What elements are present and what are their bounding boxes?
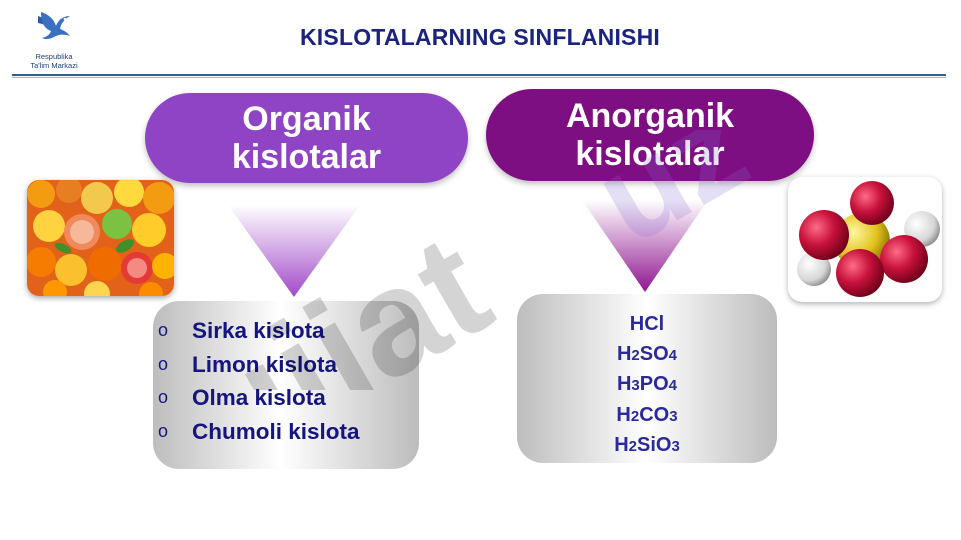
organic-acid-name: Olma kislota <box>192 385 326 410</box>
formula-symbol: H <box>616 342 632 365</box>
formula-subscript: 2 <box>628 438 637 455</box>
formula-symbol: SiO <box>637 434 672 456</box>
inorganic-acid-formula: HCl <box>517 310 777 340</box>
logo-line1: Respublika <box>35 52 73 61</box>
inorganic-heading-line1: Anorganik <box>565 97 735 135</box>
logo: Respublika Ta'lim Markazi <box>18 8 90 76</box>
funnel-arrow-right-icon <box>582 200 708 292</box>
organic-acid-item: o Limon kislota <box>158 348 360 382</box>
bullet-icon: o <box>158 387 169 407</box>
formula-symbol: SO <box>639 342 669 365</box>
organic-heading-line2: kislotalar <box>231 138 382 176</box>
dove-logo-icon <box>38 12 70 40</box>
citrus-fruits-image <box>27 180 174 296</box>
organic-acids-heading: Organik kislotalar <box>145 93 468 183</box>
formula-subscript: 4 <box>668 346 678 364</box>
formula-subscript: 2 <box>630 407 640 425</box>
formula-symbol: PO <box>639 373 669 395</box>
formula-symbol: CO <box>639 403 670 426</box>
formula-subscript: 3 <box>671 438 680 455</box>
inorganic-acid-formula: H2SiO3 <box>517 431 777 462</box>
page-title: KISLOTALARNING SINFLANISHI <box>300 24 660 50</box>
inorganic-acid-formula: H3PO4 <box>517 370 777 401</box>
formula-symbol: H <box>616 373 632 395</box>
formula-subscript: 4 <box>668 377 678 394</box>
formula-symbol: HCl <box>629 313 665 335</box>
inorganic-heading-line2: kislotalar <box>575 135 725 173</box>
header-divider-thin <box>12 77 946 78</box>
formula-subscript: 3 <box>669 407 678 425</box>
organic-acid-item: o Chumoli kislota <box>158 415 360 449</box>
organic-acid-name: Sirka kislota <box>192 318 325 343</box>
formula-symbol: H <box>616 403 631 426</box>
formula-subscript: 2 <box>631 346 640 364</box>
organic-acid-item: o Olma kislota <box>158 381 360 415</box>
organic-heading-line1: Organik <box>242 100 371 138</box>
organic-acid-name: Chumoli kislota <box>192 418 360 444</box>
funnel-arrow-left-icon <box>228 205 360 297</box>
organic-acid-name: Limon kislota <box>192 351 338 377</box>
sulfuric-acid-molecule-image <box>788 177 942 302</box>
inorganic-acid-formula: H2SO4 <box>517 340 777 371</box>
bullet-icon: o <box>158 320 169 340</box>
logo-line2: Ta'lim Markazi <box>30 61 78 70</box>
formula-symbol: H <box>614 434 629 456</box>
organic-acids-panel <box>153 301 419 469</box>
header-divider <box>12 74 946 76</box>
bullet-icon: o <box>158 353 169 374</box>
formula-subscript: 3 <box>631 377 640 394</box>
organic-acid-item: o Sirka kislota <box>158 314 360 348</box>
bullet-icon: o <box>158 420 169 441</box>
inorganic-acids-heading: Anorganik kislotalar <box>486 89 814 181</box>
inorganic-acid-formula: H2CO3 <box>517 401 777 432</box>
inorganic-acids-panel <box>517 294 777 463</box>
